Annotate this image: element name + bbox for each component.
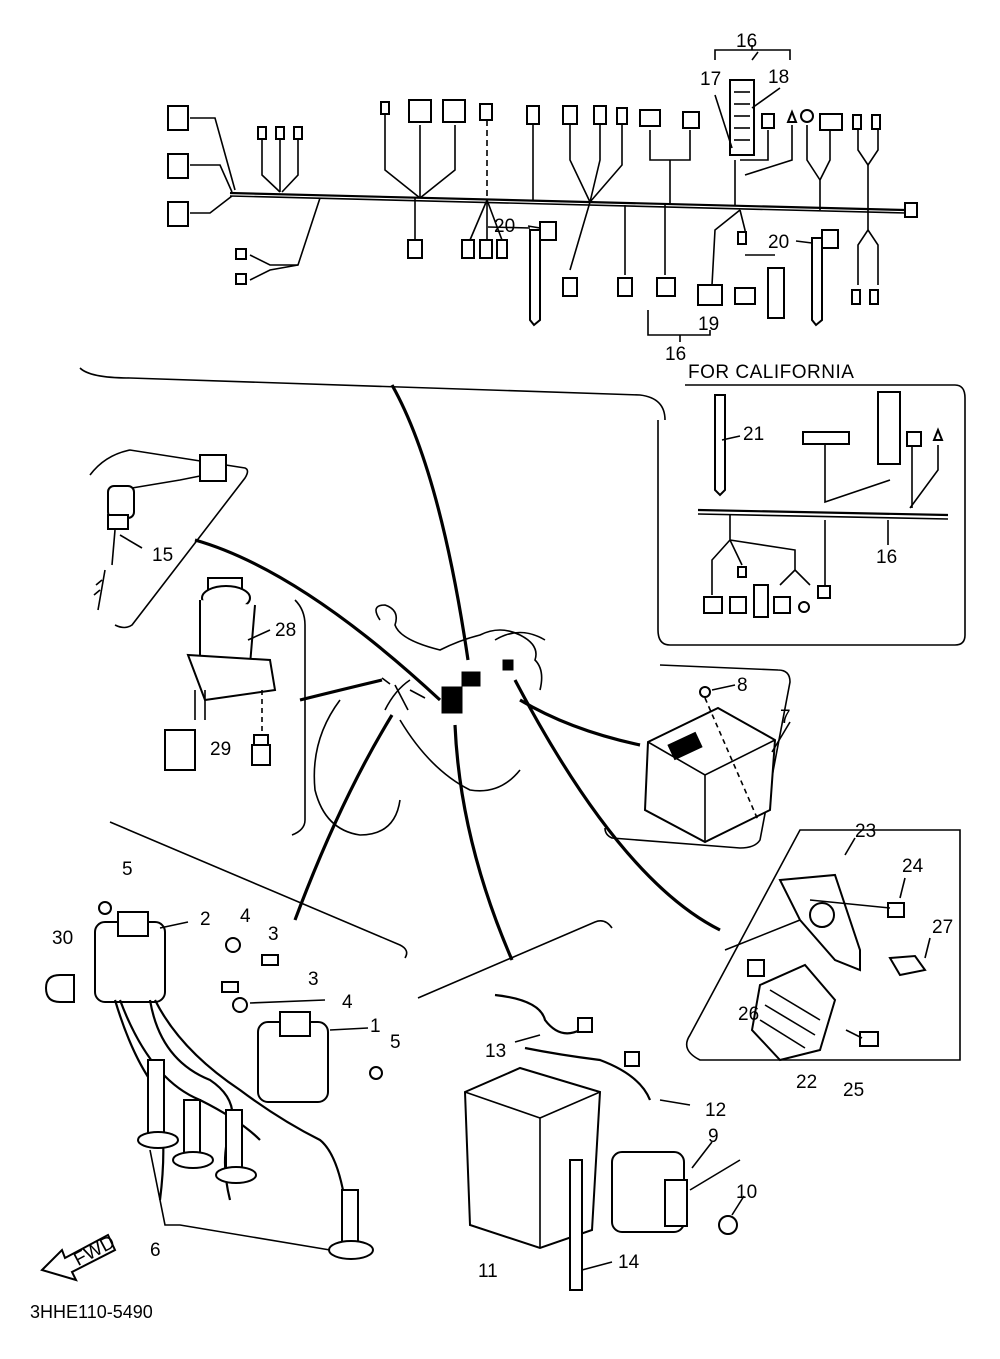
diagram-code: 3HHE110-5490 (30, 1302, 153, 1322)
callout-20-left: 20 (494, 216, 515, 237)
callout-16-bottom: 16 (665, 344, 686, 365)
callout-1: 1 (370, 1016, 381, 1037)
callout-28: 28 (275, 620, 296, 641)
leader-curves (194, 384, 721, 961)
neutral-switch-area (89, 449, 249, 629)
callout-5-bottom: 5 (390, 1032, 401, 1053)
callout-14: 14 (618, 1252, 640, 1273)
callout-4-bottom: 4 (342, 992, 353, 1013)
callout-11: 11 (478, 1261, 498, 1282)
callout-27: 27 (932, 917, 953, 938)
callout-21: 21 (743, 424, 764, 445)
callout-12: 12 (705, 1100, 726, 1121)
ignition-coil-area (44, 821, 408, 1260)
callout-2: 2 (200, 909, 211, 930)
callout-18: 18 (768, 67, 789, 88)
regulator-area (685, 829, 961, 1062)
callout-15: 15 (152, 545, 173, 566)
callout-19: 19 (698, 314, 719, 335)
callout-22: 22 (796, 1072, 817, 1093)
callout-29: 29 (210, 739, 231, 760)
callout-3-bottom: 3 (308, 969, 319, 990)
callout-24: 24 (902, 856, 924, 877)
part-numbers: 16 17 18 20 20 19 16 FOR CALIFORNIA 21 1… (30, 31, 953, 1322)
harness-connectors (167, 79, 918, 327)
callout-30: 30 (52, 928, 73, 949)
california-panel (657, 384, 966, 646)
wire-harness (190, 115, 907, 286)
callout-26: 26 (738, 1004, 759, 1025)
callout-9: 9 (708, 1126, 719, 1147)
callout-7: 7 (780, 707, 791, 728)
callout-10: 10 (736, 1182, 757, 1203)
callout-16-california: 16 (876, 547, 897, 568)
california-title: FOR CALIFORNIA (688, 362, 854, 383)
callout-leaders (119, 51, 931, 1271)
callout-23: 23 (855, 821, 876, 842)
callout-8: 8 (737, 675, 748, 696)
callout-20-right: 20 (768, 232, 789, 253)
forward-arrow: FWD (40, 1232, 119, 1282)
callout-25: 25 (843, 1080, 864, 1101)
callout-17: 17 (700, 69, 721, 90)
main-switch-area (164, 577, 306, 836)
igniter-unit-area (604, 664, 791, 849)
callout-16-top: 16 (736, 31, 757, 52)
callout-4-top: 4 (240, 906, 251, 927)
callout-3-top: 3 (268, 924, 279, 945)
callout-6: 6 (150, 1240, 161, 1261)
callout-5-top: 5 (122, 859, 133, 880)
callout-13: 13 (485, 1041, 506, 1062)
fwd-label: FWD (71, 1232, 119, 1271)
battery-area (417, 920, 741, 1291)
motorcycle-outline (79, 367, 666, 836)
